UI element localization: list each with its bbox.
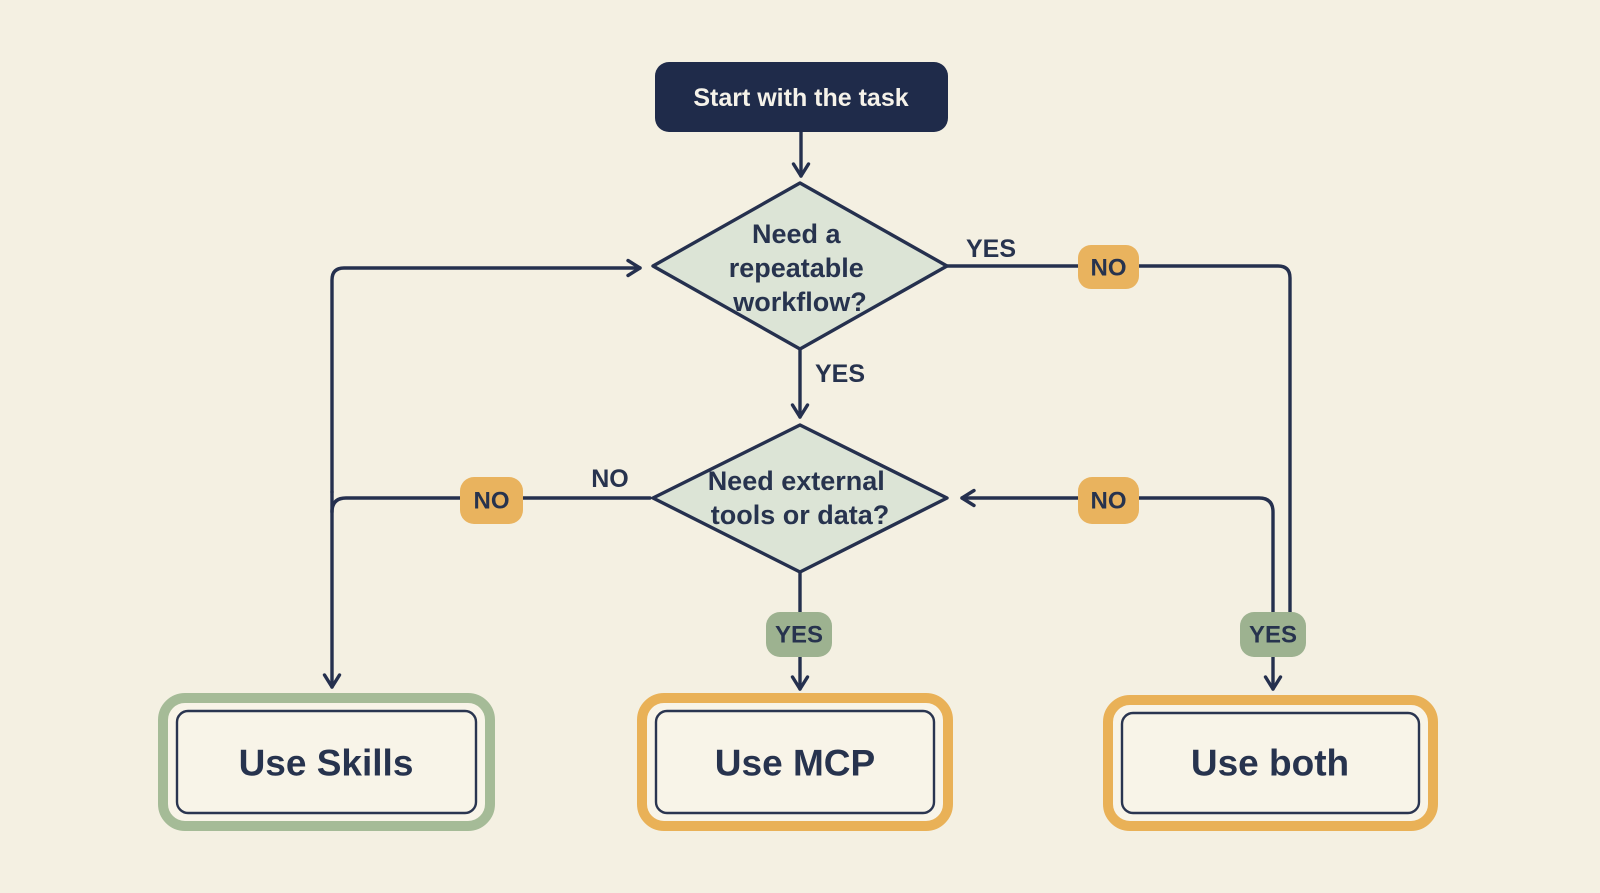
edge-left-loop-into-decision1 xyxy=(330,258,642,494)
label-yes-right-of-decision1: YES xyxy=(966,235,1016,263)
use-skills-inner-panel xyxy=(175,709,478,815)
use-mcp-label: Use MCP xyxy=(715,743,875,784)
edge-decision2-no-left xyxy=(330,496,652,514)
outcome-use-both: Use both xyxy=(1103,695,1438,831)
no-badge-right xyxy=(1078,477,1139,524)
label-no-left-of-decision2: NO xyxy=(591,465,629,493)
yes-badge-right-label: YES xyxy=(1249,622,1297,649)
decision1-diamond xyxy=(651,181,949,351)
outcome-use-skills: Use Skills xyxy=(158,693,495,831)
no-badge-left-label: NO xyxy=(474,488,510,515)
edge-right-no-into-decision2 xyxy=(960,488,1275,616)
yes-badge-center xyxy=(766,612,832,657)
no-badge-top-right xyxy=(1078,245,1139,289)
yes-badge-center-label: YES xyxy=(775,622,823,649)
use-mcp-inner-panel xyxy=(654,709,936,815)
use-skills-label: Use Skills xyxy=(239,743,414,784)
start-node xyxy=(655,62,948,132)
decision2-diamond xyxy=(651,423,949,574)
start-node-label: Start with the task xyxy=(693,84,908,112)
no-badge-left xyxy=(460,477,523,524)
use-both-label: Use both xyxy=(1191,743,1349,784)
decision1-label: Need a repeatable workflow? xyxy=(729,219,872,317)
use-both-inner-panel xyxy=(1120,711,1421,815)
no-badge-top-right-label: NO xyxy=(1091,255,1127,282)
no-badge-right-label: NO xyxy=(1091,488,1127,515)
decision2-label: Need external tools or data? xyxy=(708,466,893,530)
yes-badge-right xyxy=(1240,612,1306,657)
edge-decision1-no-right-down xyxy=(945,264,1292,616)
outcome-use-mcp: Use MCP xyxy=(637,693,953,831)
label-yes-below-decision1: YES xyxy=(815,360,865,388)
